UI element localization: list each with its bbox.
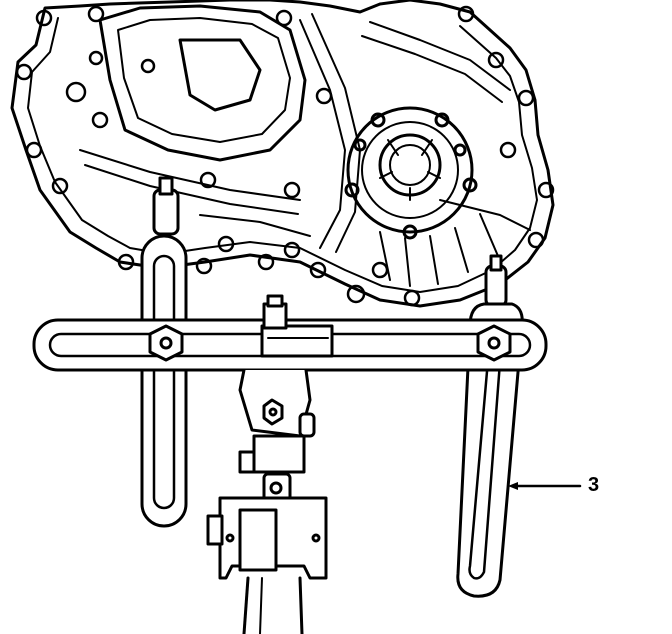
right-arm-pin [484, 264, 508, 308]
housing-rib [361, 35, 503, 103]
jack-clamp [206, 496, 328, 580]
right-hex-nut [476, 324, 512, 362]
housing-inner-outline [27, 17, 538, 293]
housing-rib [79, 149, 301, 201]
left-arm-pin [152, 188, 180, 236]
right-arm-slot [468, 358, 502, 580]
housing-rib [369, 21, 511, 91]
cover-recess [178, 38, 262, 112]
callout-3-leader [508, 482, 582, 490]
crossbar [32, 294, 548, 372]
jack-post [242, 576, 304, 634]
housing-rib [299, 19, 346, 249]
left-arm-bar [140, 234, 188, 528]
callout-3-label: 3 [588, 474, 600, 496]
left-support-arm [140, 176, 188, 528]
housing-outline [10, 0, 555, 308]
cover-plate [98, 4, 307, 162]
cover-plate-inner [117, 17, 291, 143]
housing-rib [84, 164, 299, 215]
housing-rib [199, 214, 311, 237]
housing-rib [379, 213, 499, 287]
transmission-housing [10, 0, 555, 308]
center-hex-nut [262, 398, 284, 426]
left-arm-slot [152, 254, 176, 510]
differential-boss [344, 106, 478, 240]
right-support-arm [456, 254, 524, 598]
housing-bolts [15, 5, 555, 307]
center-bracket [238, 368, 316, 504]
left-hex-nut [148, 324, 184, 362]
